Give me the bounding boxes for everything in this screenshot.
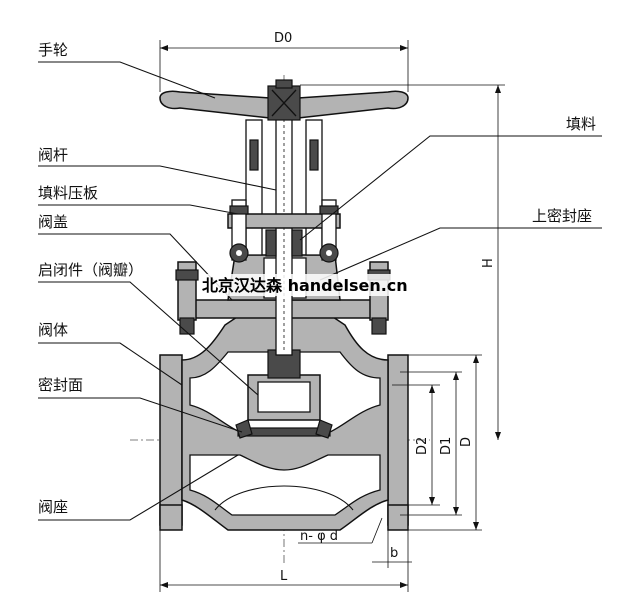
dimension-labels: D0 H D2 D1 D L n- φ d b [274,31,496,584]
dim-bolt-holes: n- φ d [300,529,338,544]
dim-b: b [390,546,398,561]
label-seal-face: 密封面 [38,376,83,394]
label-back-seat: 上密封座 [532,207,592,225]
handwheel [159,79,409,121]
disc [247,349,321,421]
label-body: 阀体 [38,321,68,339]
valve-body [159,314,409,531]
label-handwheel: 手轮 [38,41,68,59]
dim-d0: D0 [274,31,292,46]
label-packing: 填料 [566,115,596,133]
leader-lines [38,61,602,521]
part-labels: 手轮 阀杆 填料压板 阀盖 启闭件（阀瓣） 阀体 密封面 阀座 填料 上密封座 [38,41,596,516]
label-gland: 填料压板 [38,184,98,202]
watermark: 北京汉达森 handelsen.cn [200,274,422,296]
label-disc: 启闭件（阀瓣） [38,261,143,279]
dim-d2: D2 [415,437,430,455]
label-seat: 阀座 [38,498,68,516]
label-bonnet: 阀盖 [38,213,68,231]
stem-assembly [227,89,341,356]
dimension-lines [159,40,505,592]
dim-l: L [280,569,288,584]
dim-d: D [459,437,474,447]
label-stem: 阀杆 [38,146,68,164]
dim-h: H [481,258,496,268]
watermark-text: 北京汉达森 handelsen.cn [202,276,408,295]
dim-d1: D1 [439,437,454,455]
